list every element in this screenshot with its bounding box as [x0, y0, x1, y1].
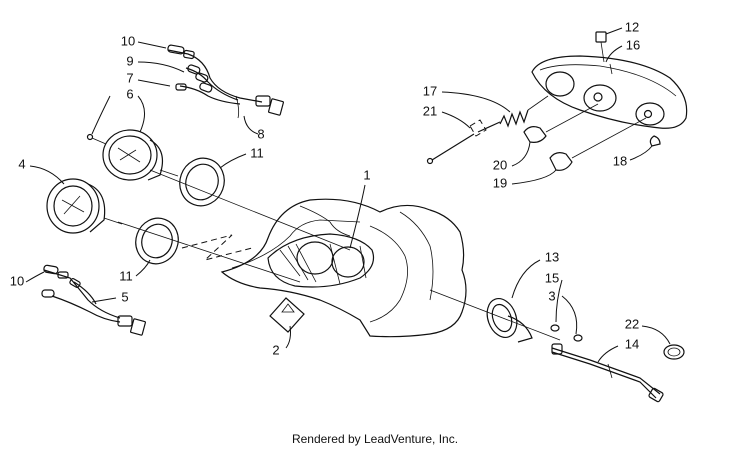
svg-text:20: 20	[493, 157, 507, 172]
clip-22[interactable]	[663, 344, 685, 360]
callout-1: 1	[349, 167, 371, 249]
callout-18: 18	[613, 145, 653, 168]
assembly-dashed-line	[181, 234, 253, 261]
svg-text:17: 17	[423, 83, 437, 98]
cable-adapter-13[interactable]	[482, 294, 533, 343]
callout-10-lower: 10	[10, 271, 45, 288]
callout-13: 13	[511, 249, 559, 299]
callout-19: 19	[493, 169, 557, 190]
washer-15[interactable]	[550, 324, 560, 332]
callout-11-lower: 11	[119, 259, 151, 283]
upper-wiring-harness[interactable]	[167, 44, 284, 119]
svg-text:11: 11	[250, 145, 264, 160]
callout-2: 2	[272, 325, 291, 357]
assembly-axis-line-2	[117, 221, 301, 283]
svg-text:4: 4	[18, 156, 25, 171]
speedo-cable-axis	[429, 289, 561, 341]
svg-text:10: 10	[10, 273, 24, 288]
nut-3[interactable]	[573, 334, 583, 342]
svg-text:21: 21	[423, 103, 437, 118]
callout-15: 15	[545, 270, 563, 323]
callout-22: 22	[625, 316, 671, 345]
callout-16: 16	[605, 37, 640, 63]
svg-text:22: 22	[625, 316, 639, 331]
callout-10-upper: 10	[121, 33, 167, 49]
callout-4: 4	[18, 156, 65, 185]
svg-text:18: 18	[613, 153, 627, 168]
callout-20: 20	[493, 141, 531, 172]
assembly-axis-line	[149, 169, 351, 251]
svg-text:7: 7	[126, 70, 133, 85]
svg-text:16: 16	[626, 37, 640, 52]
svg-text:2: 2	[272, 342, 279, 357]
speedometer-gauge[interactable]	[46, 178, 123, 234]
dash-housing[interactable]	[220, 198, 467, 338]
callout-14: 14	[597, 336, 639, 363]
callout-17: 17	[423, 83, 511, 113]
bulb-18[interactable]	[649, 135, 661, 147]
svg-text:12: 12	[625, 19, 639, 34]
headlight-assembly[interactable]	[531, 31, 688, 129]
warning-decal[interactable]	[269, 297, 305, 333]
footer-credit: Rendered by LeadVenture, Inc.	[291, 432, 459, 446]
speedometer-cable[interactable]	[551, 343, 664, 403]
svg-text:1: 1	[363, 167, 370, 182]
bezel-ring-upper[interactable]	[173, 152, 231, 212]
tachometer-gauge[interactable]	[86, 129, 179, 181]
callout-21: 21	[423, 103, 471, 129]
svg-text:10: 10	[121, 33, 135, 48]
callout-5: 5	[91, 289, 129, 304]
callout-3: 3	[548, 288, 578, 335]
callout-11-upper: 11	[219, 145, 264, 169]
callout-7: 7	[91, 70, 171, 135]
callout-9: 9	[126, 53, 185, 73]
svg-text:3: 3	[548, 288, 555, 303]
callout-12: 12	[605, 19, 639, 35]
callout-8: 8	[243, 115, 265, 141]
svg-text:8: 8	[257, 126, 264, 141]
callout-6: 6	[126, 86, 145, 133]
bulb-socket-19[interactable]	[549, 117, 647, 171]
svg-text:13: 13	[545, 249, 559, 264]
svg-text:6: 6	[126, 86, 133, 101]
headlight-adjuster[interactable]	[426, 95, 549, 165]
svg-text:14: 14	[625, 336, 639, 351]
svg-text:19: 19	[493, 175, 507, 190]
svg-text:9: 9	[126, 53, 133, 68]
bulb-socket-20[interactable]	[523, 103, 599, 143]
bezel-ring-lower[interactable]	[129, 212, 184, 270]
svg-text:5: 5	[121, 289, 128, 304]
svg-text:15: 15	[545, 270, 559, 285]
svg-text:11: 11	[119, 268, 133, 283]
